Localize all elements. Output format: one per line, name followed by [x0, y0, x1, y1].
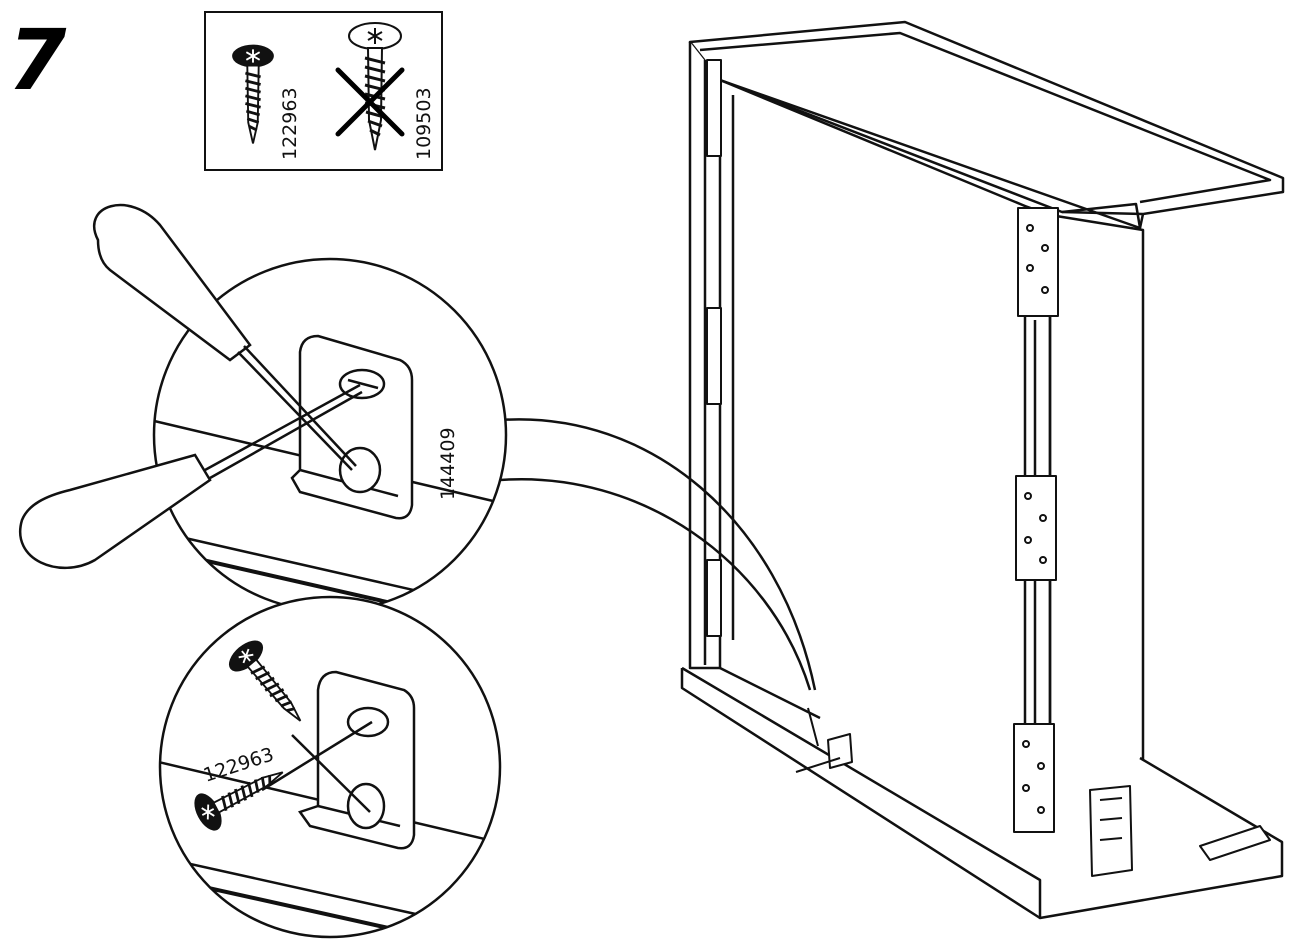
parts-box: 122963 109503: [204, 11, 443, 171]
screw-wrong-part-number: 109503: [413, 87, 435, 160]
wrong-cross-icon: [335, 67, 405, 137]
cabinet-illustration: [680, 20, 1285, 920]
screw-correct-part-number: 122963: [279, 87, 301, 160]
detail-callout-pointer: [499, 418, 817, 691]
screwdriver-upper-icon: [93, 203, 357, 471]
bracket-part-number: 144409: [437, 427, 459, 500]
screwdriver-lower-icon: [18, 383, 363, 570]
detail-circle-bottom: 122963: [158, 595, 502, 939]
step-number: 7: [8, 11, 67, 109]
